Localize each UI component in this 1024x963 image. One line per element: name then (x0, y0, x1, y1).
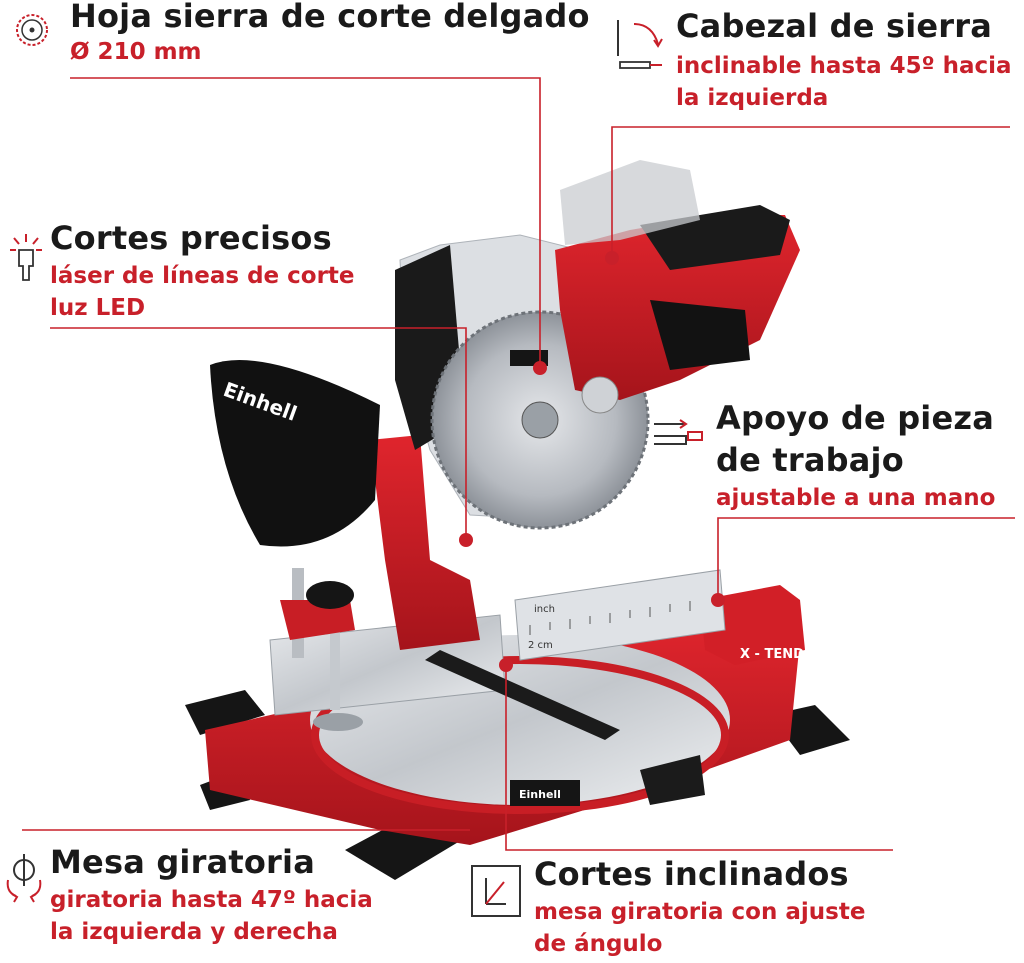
feature-sub-laser-2: luz LED (50, 295, 146, 321)
bevel-cut-icon (470, 864, 522, 918)
feature-title-support-1: Apoyo de pieza (716, 399, 994, 437)
scale-cm-label: 2 cm (528, 640, 553, 651)
feature-sub-blade: Ø 210 mm (70, 39, 202, 65)
fence-right (514, 569, 726, 661)
feature-sub-support: ajustable a una mano (716, 485, 996, 511)
feature-sub-head-1: inclinable hasta 45º hacia (676, 53, 1012, 79)
feature-sub-head-2: la izquierda (676, 85, 829, 111)
laser-icon (6, 232, 46, 284)
x-tend-extension (700, 585, 805, 665)
feature-title-blade: Hoja sierra de corte delgado (70, 0, 590, 35)
table-lock-handle (640, 755, 705, 805)
leader-cabezal (611, 126, 1010, 258)
feature-title-rotary: Mesa giratoria (50, 843, 316, 881)
workpiece-support-icon (650, 418, 706, 452)
saw-arm (370, 435, 480, 650)
front-brand-text: Einhell (519, 788, 561, 801)
dust-bag (210, 360, 380, 547)
feature-sub-rotary-2: la izquierda y derecha (50, 919, 338, 945)
battery-pack (560, 160, 700, 245)
leader-apoyo (717, 517, 1015, 600)
x-tend-label: X - TEND (740, 647, 804, 662)
leader-laser (50, 327, 467, 540)
leader-cortes-inclinados (505, 665, 893, 851)
feature-title-laser: Cortes precisos (50, 219, 332, 257)
feature-sub-bevel-2: de ángulo (534, 931, 663, 957)
scale-inch-label: inch (534, 604, 555, 615)
feature-sub-rotary-1: giratoria hasta 47º hacia (50, 887, 373, 913)
tilt-head-icon (610, 14, 668, 74)
rotary-table-icon (2, 850, 46, 904)
feature-title-head: Cabezal de sierra (676, 7, 993, 45)
front-brand-plate (510, 780, 580, 806)
leader-hoja-sierra (70, 77, 541, 368)
feature-sub-bevel-1: mesa giratoria con ajuste (534, 899, 866, 925)
workpiece-clamp (280, 568, 363, 731)
feature-title-bevel: Cortes inclinados (534, 855, 849, 893)
feature-title-support-2: de trabajo (716, 441, 904, 479)
saw-blade-icon (12, 10, 52, 50)
feature-sub-laser-1: láser de líneas de corte (50, 263, 355, 289)
angle-scale (529, 601, 691, 635)
